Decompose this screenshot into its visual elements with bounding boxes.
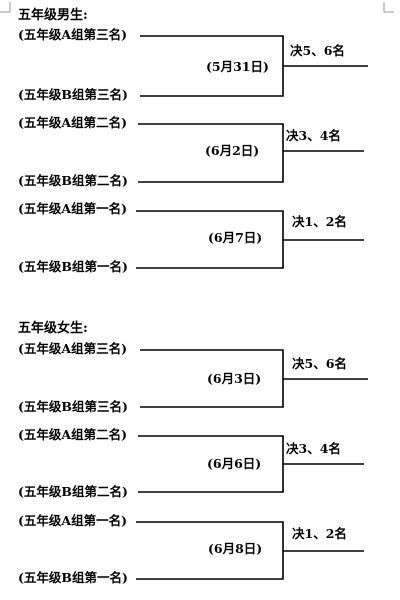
boys-match-1-team-top: (五年级A组第三名) <box>18 27 128 42</box>
boys-match-3-team-bottom: (五年级B组第一名) <box>18 259 128 274</box>
girls-match-2-team-top: (五年级A组第二名) <box>18 427 128 442</box>
girls-match-3-date: (6月8日) <box>208 541 263 556</box>
boys-match-2-team-bottom: (五年级B组第二名) <box>18 173 128 188</box>
girls-match-3-team-bottom: (五年级B组第一名) <box>18 570 128 585</box>
bracket-girls-2 <box>138 435 364 493</box>
bracket-boys-1 <box>140 35 368 97</box>
girls-match-3-team-top: (五年级A组第一名) <box>18 513 128 528</box>
boys-match-2-team-top: (五年级A组第二名) <box>18 115 128 130</box>
boys-match-1-date: (5月31日) <box>206 59 269 74</box>
bracket-boys-3 <box>136 210 364 269</box>
girls-section-title: 五年级女生: <box>18 321 88 336</box>
girls-match-1-date: (6月3日) <box>207 371 262 386</box>
boys-match-1-team-bottom: (五年级B组第三名) <box>18 87 128 102</box>
boys-section-title: 五年级男生: <box>18 8 88 23</box>
boys-match-3-date: (6月7日) <box>208 230 263 245</box>
girls-match-3-result: 决1、2名 <box>292 526 347 541</box>
girls-match-1-team-top: (五年级A组第三名) <box>18 341 128 356</box>
corner-mark-left <box>0 2 11 13</box>
girls-match-2-date: (6月6日) <box>207 456 262 471</box>
corner-mark-right <box>383 2 394 13</box>
girls-match-1-team-bottom: (五年级B组第三名) <box>18 399 128 414</box>
bracket-boys-2 <box>138 123 364 183</box>
girls-match-2-team-bottom: (五年级B组第二名) <box>18 484 128 499</box>
girls-match-2-result: 决3、4名 <box>286 441 341 456</box>
boys-match-2-result: 决3、4名 <box>286 128 341 143</box>
girls-match-1-result: 决5、6名 <box>292 356 347 371</box>
bracket-girls-1 <box>140 349 368 408</box>
boys-match-2-date: (6月2日) <box>205 143 260 158</box>
boys-match-3-team-top: (五年级A组第一名) <box>18 201 128 216</box>
bracket-girls-3 <box>136 521 364 580</box>
boys-match-1-result: 决5、6名 <box>290 43 345 58</box>
boys-match-3-result: 决1、2名 <box>292 214 347 229</box>
